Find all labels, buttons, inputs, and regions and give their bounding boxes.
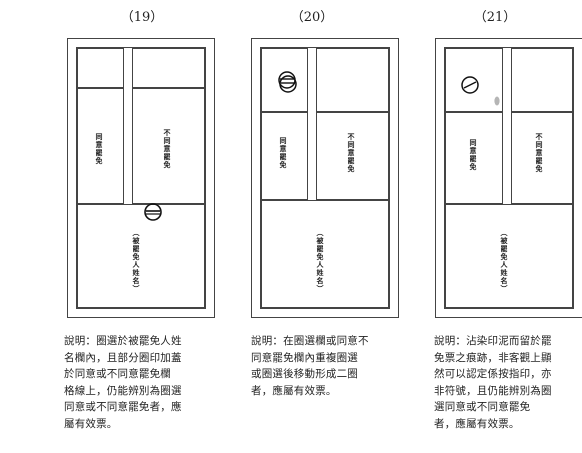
stamp-with-ink-smudge-icon [461, 76, 500, 106]
circled-ballot-stamp-icon [144, 203, 162, 221]
figure-19-caption: 說明：圈選於被罷免人姓 名欄內，且部分圈印加蓋 於同意或不同意罷免欄 格線上，仍… [64, 335, 182, 430]
ballot-20-disagree-column: 不同意罷免 [316, 112, 389, 200]
ballot-19-name-label: （被罷免人姓名） [132, 229, 141, 293]
ballot-21-agree-label: 同意罷免 [469, 139, 478, 171]
ballot-20-agree-column: 同意罷免 [261, 112, 308, 200]
ballot-19-disagree-column: 不同意罷免 [132, 88, 205, 204]
figure-20-caption: 說明：在圈選欄或同意不 同意罷免欄內重複圈選 或圈選後移動形成二圈 者，應屬有效… [251, 335, 369, 397]
ballot-21-top-left-cell [445, 48, 503, 112]
ballot-19: 同意罷免 不同意罷免 （被罷免人姓名） [67, 38, 215, 318]
ballot-21-top-right-cell [511, 48, 573, 112]
ballot-20-disagree-label: 不同意罷免 [347, 133, 356, 173]
ballot-21-name-field: （被罷免人姓名） [445, 204, 573, 308]
figure-20-number: （20） [290, 10, 334, 25]
ballot-20-inner-frame: 同意罷免 不同意罷免 （被罷免人姓名） [260, 47, 390, 309]
ballot-21-agree-column: 同意罷免 [445, 112, 503, 204]
ballot-20-name-label: （被罷免人姓名） [316, 229, 325, 293]
ballot-20-top-right-cell [316, 48, 389, 112]
ballot-20-agree-label: 同意罷免 [279, 137, 288, 169]
ballot-19-agree-column: 同意罷免 [77, 88, 124, 204]
ballot-20-name-field: （被罷免人姓名） [261, 200, 389, 308]
ballot-19-agree-label: 同意罷免 [95, 133, 104, 165]
ballot-20: 同意罷免 不同意罷免 （被罷免人姓名） [251, 38, 399, 318]
ballot-19-inner-frame: 同意罷免 不同意罷免 （被罷免人姓名） [76, 47, 206, 309]
figure-21-number: （21） [473, 10, 517, 25]
ballot-19-disagree-label: 不同意罷免 [163, 129, 172, 169]
ballot-21-name-label: （被罷免人姓名） [500, 229, 509, 293]
ballot-21-inner-frame: 同意罷免 不同意罷免 （被罷免人姓名） [444, 47, 574, 309]
figure-21-caption: 說明：沾染印泥而留於罷 免票之痕跡，非客觀上顯 然可以認定係按指印，亦 非符號，… [434, 335, 552, 430]
ballot-21-disagree-column: 不同意罷免 [511, 112, 573, 204]
double-stamp-icon [278, 71, 297, 93]
ballot-21: 同意罷免 不同意罷免 （被罷免人姓名） [435, 38, 582, 318]
ballot-21-disagree-label: 不同意罷免 [535, 133, 544, 173]
figure-19-number: （19） [120, 10, 164, 25]
ballot-19-top-left-cell [77, 48, 124, 88]
ballot-19-top-right-cell [132, 48, 205, 88]
ballot-20-top-left-cell [261, 48, 308, 112]
ballot-19-name-field: （被罷免人姓名） [77, 204, 205, 308]
